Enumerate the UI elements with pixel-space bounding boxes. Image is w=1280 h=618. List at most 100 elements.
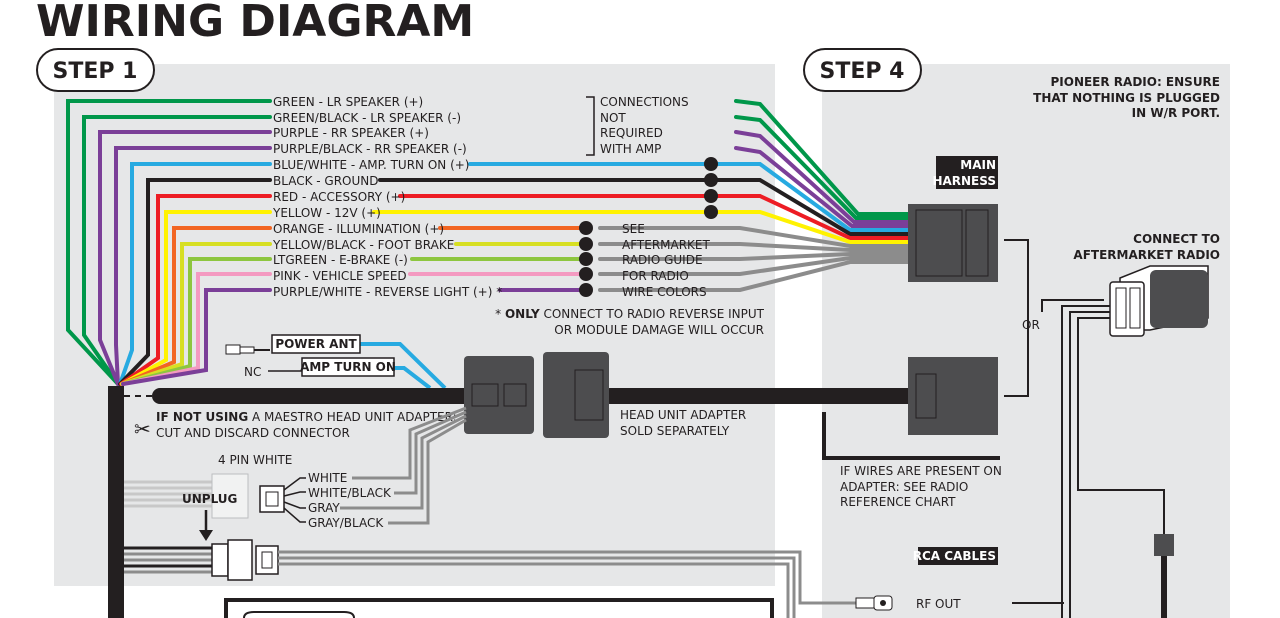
connect-to-line: AFTERMARKET RADIO — [1073, 248, 1220, 262]
step1-badge: STEP 1 — [36, 48, 155, 92]
pioneer-note-line: PIONEER RADIO: ENSURE — [1050, 75, 1220, 89]
pioneer-note: PIONEER RADIO: ENSURE THAT NOTHING IS PL… — [1033, 75, 1220, 120]
unplug-label: UNPLUG — [182, 492, 237, 506]
wire-label: PURPLE - RR SPEAKER (+) — [273, 126, 429, 140]
wire-label: YELLOW/BLACK - FOOT BRAKE — [272, 238, 454, 252]
four-pin-connector — [259, 485, 285, 513]
if-wires-line: IF WIRES ARE PRESENT ON — [840, 464, 1002, 478]
step4-label: STEP 4 — [820, 59, 905, 84]
connections-note-line: NOT — [600, 111, 626, 125]
reverse-note: * ONLY CONNECT TO RADIO REVERSE INPUT — [495, 307, 765, 321]
wire-label: PURPLE/WHITE - REVERSE LIGHT (+) * — [273, 285, 502, 299]
connections-note-line: WITH AMP — [600, 142, 661, 156]
head-unit-adapter-note: HEAD UNIT ADAPTER SOLD SEPARATELY — [620, 408, 746, 438]
four-pin-wire-labels: WHITE WHITE/BLACK GRAY GRAY/BLACK — [308, 471, 392, 530]
pin-wire-label: GRAY/BLACK — [308, 516, 384, 530]
step4-panel — [822, 64, 1230, 618]
connections-bracket — [586, 96, 595, 156]
main-harness-line: MAIN — [960, 158, 996, 172]
reverse-note-only: ONLY — [505, 307, 540, 321]
head-unit-adapter-connector — [543, 352, 609, 438]
lower-wires — [124, 546, 212, 574]
see-note-line: FOR RADIO — [622, 269, 689, 283]
wire-label: BLACK - GROUND — [273, 174, 378, 188]
see-note-line: SEE — [622, 222, 645, 236]
lower-connector-pair — [211, 539, 279, 581]
wire-label: PURPLE/BLACK - RR SPEAKER (-) — [273, 142, 467, 156]
power-ant-lead — [225, 342, 447, 390]
inline-plug — [1154, 534, 1174, 618]
head-unit-adapter-line: SOLD SEPARATELY — [620, 424, 730, 438]
if-not-using-note: IF NOT USING A MAESTRO HEAD UNIT ADAPTER… — [156, 410, 457, 424]
if-not-using-rest: A MAESTRO HEAD UNIT ADAPTER: — [248, 410, 456, 424]
wire-label: GREEN - LR SPEAKER (+) — [273, 95, 423, 109]
wire-label: YELLOW - 12V (+) — [272, 206, 381, 220]
see-note-line: AFTERMARKET — [622, 238, 711, 252]
wire-label: RED - ACCESSORY (+) — [273, 190, 405, 204]
wire-label: PINK - VEHICLE SPEED — [273, 269, 407, 283]
amp-turn-on-tag: AMP TURN ON — [300, 357, 396, 377]
see-note-line: WIRE COLORS — [622, 285, 707, 299]
wire-bundle-left — [66, 99, 272, 386]
scissors-icon: ✂ — [134, 417, 151, 441]
connections-note: CONNECTIONS NOT REQUIRED WITH AMP — [600, 95, 689, 156]
if-wires-line: REFERENCE CHART — [840, 495, 956, 509]
head-unit-adapter-line: HEAD UNIT ADAPTER — [620, 408, 746, 422]
power-ant-tag: POWER ANT — [271, 334, 361, 354]
wire-label: BLUE/WHITE - AMP. TURN ON (+) — [273, 158, 469, 172]
wire-bundle-right — [372, 99, 912, 292]
aftermarket-radio-icon — [1109, 265, 1209, 337]
four-pin-connector-faded — [211, 473, 249, 519]
pin-wire-label: WHITE/BLACK — [308, 486, 392, 500]
page-title: WIRING DIAGRAM — [36, 0, 474, 47]
four-pin-white-label: 4 PIN WHITE — [218, 453, 292, 467]
wire-label: LTGREEN - E-BRAKE (-) — [273, 253, 408, 267]
amp-turn-on-label: AMP TURN ON — [300, 360, 396, 374]
pin-wire-label: GRAY — [308, 501, 340, 515]
connect-to-line: CONNECT TO — [1133, 232, 1220, 246]
or-label: OR — [1022, 318, 1040, 332]
four-pin-wires — [124, 480, 212, 508]
see-note-line: RADIO GUIDE — [622, 253, 703, 267]
main-harness-line: HARNESS — [932, 174, 996, 188]
radio-leads — [1061, 305, 1165, 618]
nc-label: NC — [244, 365, 261, 379]
rca-cables-label: RCA CABLES — [913, 549, 996, 563]
step4-badge: STEP 4 — [803, 48, 922, 92]
or-link — [1041, 299, 1104, 312]
if-wires-note: IF WIRES ARE PRESENT ON ADAPTER: SEE RAD… — [840, 464, 1002, 509]
if-wires-line: ADAPTER: SEE RADIO — [840, 480, 968, 494]
main-harness-tag: MAIN HARNESS — [932, 156, 998, 189]
unplug-arrow-head — [199, 530, 213, 541]
connections-note-line: REQUIRED — [600, 126, 663, 140]
step1-label: STEP 1 — [53, 59, 138, 84]
wire-label: ORANGE - ILLUMINATION (+) — [273, 222, 444, 236]
if-not-using-bold: IF NOT USING — [156, 410, 248, 424]
rca-cable-run — [278, 550, 856, 618]
connections-note-line: CONNECTIONS — [600, 95, 689, 109]
adapter-wire-lead — [822, 412, 1000, 460]
wire-labels: GREEN - LR SPEAKER (+)GREEN/BLACK - LR S… — [272, 95, 502, 299]
lower-harness-connector — [908, 357, 998, 435]
pin-wire-run — [340, 406, 467, 525]
pioneer-note-line: IN W/R PORT. — [1132, 106, 1220, 120]
harness-connector-step1 — [464, 356, 534, 434]
cut-discard-note: CUT AND DISCARD CONNECTOR — [156, 426, 350, 440]
reverse-note-rest: CONNECT TO RADIO REVERSE INPUT — [540, 307, 765, 321]
pin-wire-label: WHITE — [308, 471, 347, 485]
bottom-tab — [243, 611, 355, 618]
rca-cables-tag: RCA CABLES — [913, 547, 998, 565]
rf-out-label: RF OUT — [916, 597, 961, 611]
reverse-note-line2: OR MODULE DAMAGE WILL OCCUR — [554, 323, 764, 337]
see-note: SEE AFTERMARKET RADIO GUIDE FOR RADIO WI… — [622, 222, 711, 299]
power-ant-label: POWER ANT — [275, 337, 357, 351]
splice-dots — [579, 157, 718, 297]
bottom-box — [224, 598, 774, 618]
main-harness-connector — [908, 204, 998, 282]
four-pin-leads — [283, 477, 306, 523]
pioneer-note-line: THAT NOTHING IS PLUGGED — [1033, 91, 1220, 105]
connect-to-radio-note: CONNECT TO AFTERMARKET RADIO — [1073, 232, 1220, 262]
or-bracket — [1004, 239, 1029, 397]
rf-out-plug — [855, 595, 893, 611]
